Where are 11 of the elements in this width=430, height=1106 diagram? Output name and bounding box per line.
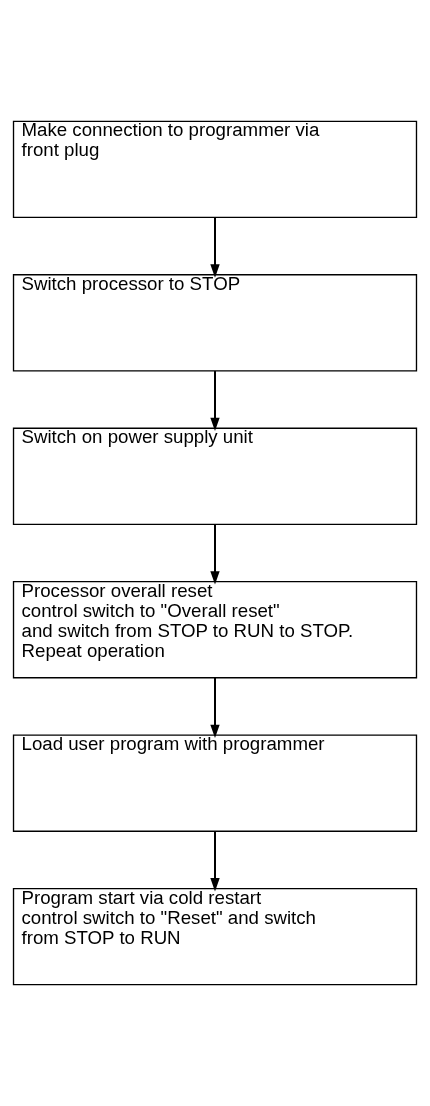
arrow [210,523,220,585]
node-box: Processor overall reset control switch to "Overall reset" and switch from STOP to RUN to STOP. Repeat operation [12,581,418,679]
arrow [210,370,220,432]
node-box: Make connection to programmer via front plug [12,120,418,219]
node-box: Program start via cold restart control switch to "Reset" and switch from STOP to RUN [12,887,418,986]
node-box: Load user program with programmer [12,734,418,832]
node-box: Switch processor to STOP [12,274,418,372]
arrow [210,216,220,278]
arrow [210,676,220,738]
arrow [210,830,220,892]
node-box: Switch on power supply unit [12,427,418,525]
